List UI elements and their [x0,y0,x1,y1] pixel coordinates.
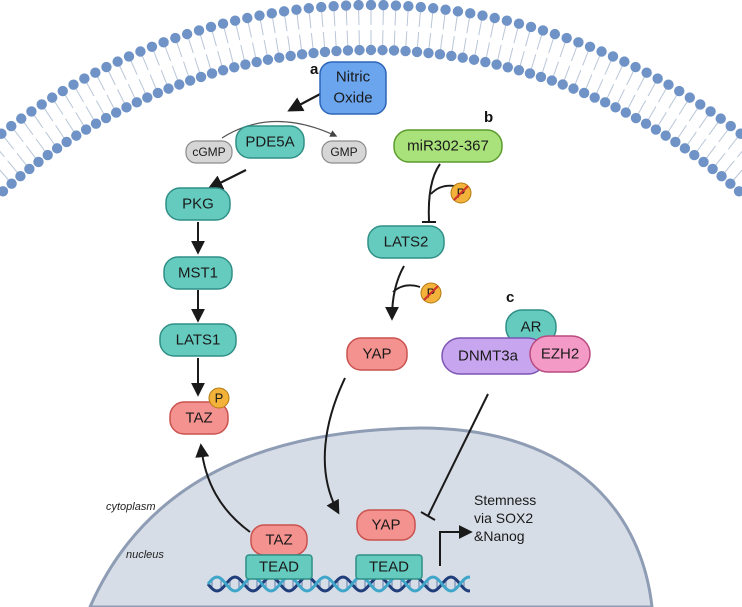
node-taz-cytoplasm[interactable]: TAZ [169,401,229,435]
transcription-output-label: Stemness via SOX2 &Nanog [474,492,536,544]
phospho-removal-hook-2 [392,284,421,293]
svg-text:PDE5A: PDE5A [245,134,294,151]
svg-text:MST1: MST1 [178,265,218,282]
node-tead-right[interactable]: TEAD [355,554,423,580]
panel-label-a: a [310,61,319,78]
node-nitric-oxide[interactable]: Nitric Oxide [319,61,387,115]
svg-text:miR302-367: miR302-367 [407,138,489,155]
svg-text:TAZ: TAZ [185,410,212,427]
node-ezh2[interactable]: EZH2 [529,335,591,373]
svg-text:Nitric: Nitric [336,69,371,86]
node-ar[interactable]: AR [505,309,557,345]
edge-pde5a-pkg [207,169,247,190]
node-gmp[interactable]: GMP [321,140,367,164]
svg-text:YAP: YAP [372,517,401,534]
svg-text:YAP: YAP [363,346,392,363]
panel-label-c: c [506,289,514,306]
phospho-removed-badge-1: P [450,182,472,204]
panel-label-b: b [484,109,493,126]
svg-text:LATS1: LATS1 [176,332,221,349]
svg-text:AR: AR [521,319,542,336]
svg-text:P: P [215,391,224,406]
node-mir302-367[interactable]: miR302-367 [393,129,503,163]
edge-complex-inhibit [427,393,489,517]
node-taz-nucleus[interactable]: TAZ [250,524,308,556]
edge-lats2-yap [385,265,405,321]
svg-text:TEAD: TEAD [369,559,409,576]
svg-text:via SOX2: via SOX2 [474,510,533,526]
svg-text:LATS2: LATS2 [384,234,429,251]
cgmp-gmp-conversion-arc [221,120,338,139]
svg-text:EZH2: EZH2 [541,346,579,363]
node-lats1[interactable]: LATS1 [159,323,237,357]
edge-taz-export [195,443,251,533]
node-dnmt3a[interactable]: DNMT3a [441,337,547,375]
node-tead-left[interactable]: TEAD [245,554,313,580]
inhibit-bar-nucleus [420,511,436,521]
node-cgmp[interactable]: cGMP [185,140,233,164]
node-lats2[interactable]: LATS2 [367,225,445,259]
svg-text:&Nanog: &Nanog [474,528,525,544]
node-pkg[interactable]: PKG [165,187,231,221]
svg-text:Stemness: Stemness [474,492,536,508]
svg-text:Oxide: Oxide [333,90,372,107]
edge-mir-lats2-inhibit [427,163,441,223]
node-yap-cytoplasm[interactable]: YAP [346,337,408,371]
svg-text:PKG: PKG [182,196,214,213]
svg-text:TAZ: TAZ [265,532,292,549]
node-pde5a[interactable]: PDE5A [235,125,305,159]
edge-no-pde5a [287,91,325,112]
svg-text:cGMP: cGMP [192,145,225,159]
phospho-removed-badge-2: P [420,282,442,304]
edge-yap-import [323,377,346,515]
phospho-removal-hook-1 [430,184,456,195]
svg-text:TEAD: TEAD [259,559,299,576]
svg-text:DNMT3a: DNMT3a [458,348,519,365]
phospho-badge-taz: P [208,387,230,409]
node-mst1[interactable]: MST1 [163,256,233,290]
edge-transcription-output [439,525,473,566]
node-yap-nucleus[interactable]: YAP [356,509,416,541]
cytoplasm-label: cytoplasm [106,501,156,513]
nucleus-label: nucleus [126,549,164,561]
svg-text:GMP: GMP [330,145,357,159]
